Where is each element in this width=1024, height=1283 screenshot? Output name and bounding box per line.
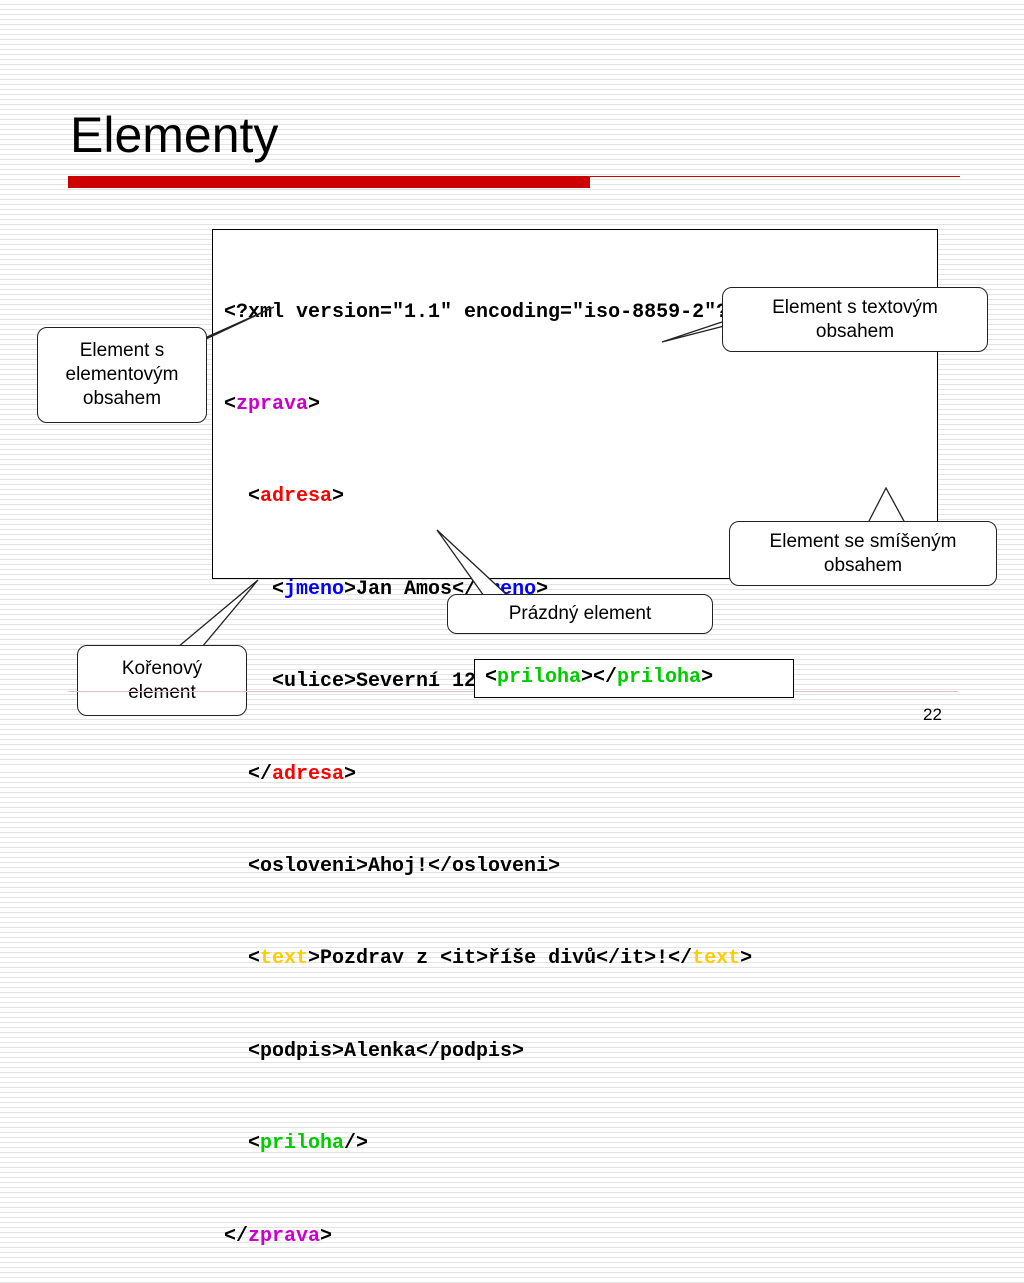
- example-priloha-close: priloha: [617, 666, 702, 689]
- callout-element-elementovy: Element s elementovým obsahem: [37, 327, 207, 423]
- tag-priloha-empty: priloha: [260, 1132, 345, 1156]
- callout-elementovy-text: Element s elementovým obsahem: [65, 340, 179, 409]
- empty-element-example: <priloha></priloha>: [474, 659, 794, 698]
- example-priloha-open: priloha: [497, 666, 582, 689]
- code-line-adresa-open: <adresa>: [224, 485, 345, 509]
- code-line-zprava-close: </zprava>: [224, 1224, 333, 1248]
- title-rule-thin: [590, 176, 960, 177]
- osloveni-element: <osloveni>Ahoj!</osloveni>: [248, 854, 561, 878]
- slide-title: Elementy: [70, 107, 279, 163]
- code-line-podpis: <podpis>Alenka</podpis>: [224, 1037, 752, 1068]
- leader-smiseny: [866, 486, 907, 524]
- jmeno-value: Jan Amos: [356, 577, 453, 601]
- callout-element-textovy: Element s textovým obsahem: [722, 287, 988, 352]
- leader-prazdny: [436, 529, 510, 597]
- callout-prazdny-text: Prázdný element: [508, 603, 652, 624]
- tag-zprava-open: zprava: [236, 392, 309, 416]
- page-number: 22: [923, 705, 942, 724]
- callout-element-korenovy: Kořenový element: [77, 645, 247, 716]
- callout-leaders: [176, 306, 907, 648]
- callout-smiseny-text: Element se smíšeným obsahem: [769, 530, 957, 576]
- podpis-element: <podpis>Alenka</podpis>: [248, 1039, 525, 1063]
- code-line-osloveni: <osloveni>Ahoj!</osloveni>: [224, 852, 752, 883]
- code-line-text: <text>Pozdrav z <it>říše divů</it>!</tex…: [224, 947, 753, 971]
- code-line-declaration: <?xml version="1.1" encoding="iso-8859-2…: [224, 298, 752, 329]
- callout-textovy-text: Element s textovým obsahem: [772, 296, 938, 342]
- code-line-zprava-open: <zprava>: [224, 392, 321, 416]
- code-line-priloha: <priloha/>: [224, 1132, 369, 1156]
- leader-korenovy: [176, 579, 259, 648]
- tag-jmeno-open: jmeno: [284, 577, 345, 601]
- tag-adresa-open: adresa: [260, 485, 333, 509]
- xml-declaration: <?xml version="1.1" encoding="iso-8859-2…: [224, 300, 741, 324]
- tag-zprava-close: zprava: [248, 1224, 321, 1248]
- tag-text-open: text: [260, 947, 309, 971]
- callout-korenovy-text: Kořenový element: [121, 657, 203, 703]
- title-rule-red: [68, 176, 590, 188]
- callout-element-smiseny: Element se smíšeným obsahem: [729, 521, 997, 586]
- text-content: Pozdrav z <it>říše divů</it>!: [320, 947, 669, 971]
- tag-text-close: text: [692, 947, 741, 971]
- callout-element-prazdny: Prázdný element: [447, 594, 713, 634]
